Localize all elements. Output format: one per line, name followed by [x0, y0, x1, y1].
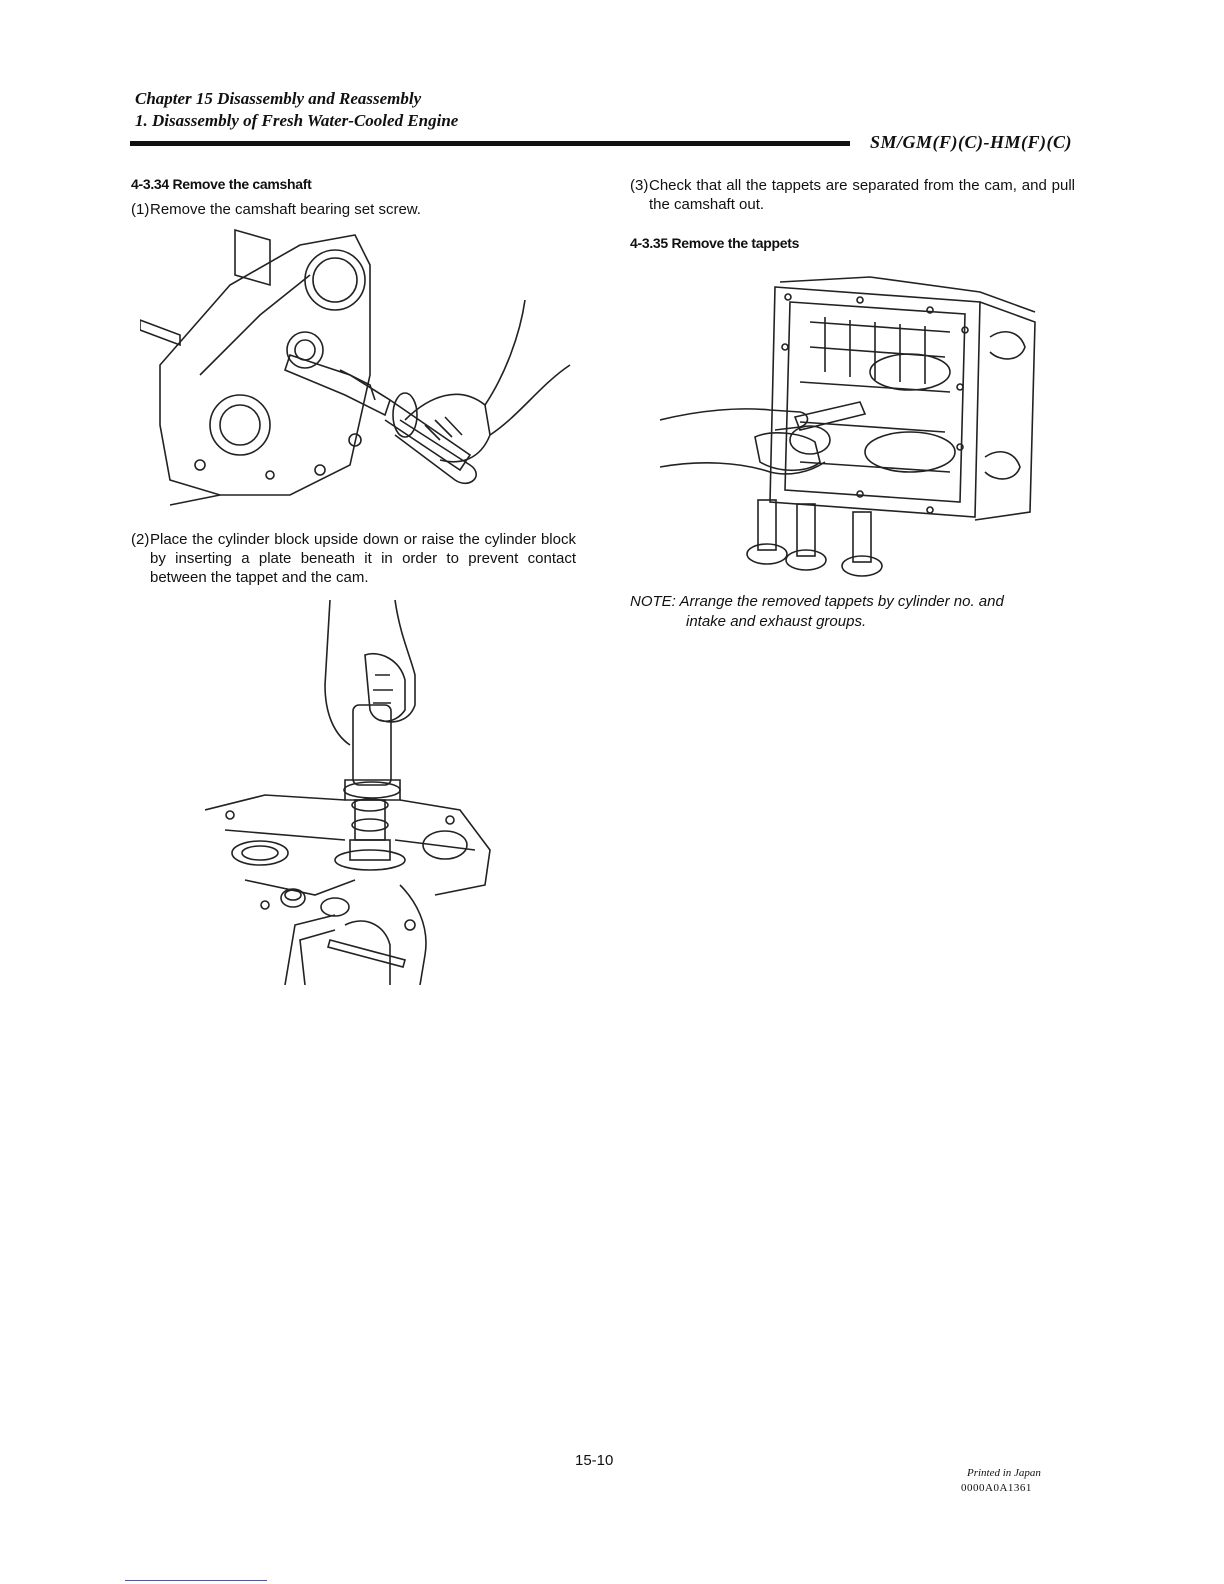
section-heading-camshaft: 4-3.34 Remove the camshaft: [131, 176, 312, 192]
bottom-link-underline: [125, 1580, 267, 1581]
step-2-number: (2): [131, 531, 150, 548]
chapter-title: Chapter 15 Disassembly and Reassembly: [135, 89, 422, 108]
figure-camshaft-set-screw: [140, 225, 580, 510]
printed-in-label: Printed in Japan: [967, 1467, 1041, 1479]
step-1-number: (1): [131, 201, 150, 218]
header-rule: [130, 141, 850, 146]
note-label: NOTE:: [630, 593, 676, 610]
step-1-text: Remove the camshaft bearing set screw.: [150, 201, 421, 218]
step-3: (3) Check that all the tappets are separ…: [630, 176, 1075, 214]
note-line-1: Arrange the removed tappets by cylinder …: [679, 593, 1004, 610]
step-3-text: Check that all the tappets are separated…: [649, 177, 1075, 213]
figure-camshaft-pull: [205, 595, 495, 985]
step-2: (2) Place the cylinder block upside down…: [131, 530, 576, 587]
document-id: 0000A0A1361: [961, 1482, 1032, 1494]
step-1: (1) Remove the camshaft bearing set scre…: [131, 200, 576, 219]
page-number: 15-10: [575, 1452, 614, 1469]
section-title: 1. Disassembly of Fresh Water-Cooled Eng…: [135, 111, 459, 130]
section-heading-tappets: 4-3.35 Remove the tappets: [630, 235, 800, 251]
model-designation: SM/GM(F)(C)-HM(F)(C): [870, 132, 1072, 152]
note-line-2: intake and exhaust groups.: [686, 613, 867, 630]
figure-tappet-removal: [660, 262, 1045, 582]
chapter-header: Chapter 15 Disassembly and Reassembly 1.…: [135, 88, 458, 132]
step-2-text: Place the cylinder block upside down or …: [150, 531, 576, 586]
step-3-number: (3): [630, 177, 649, 194]
note-block: NOTE: Arrange the removed tappets by cyl…: [630, 592, 1075, 632]
